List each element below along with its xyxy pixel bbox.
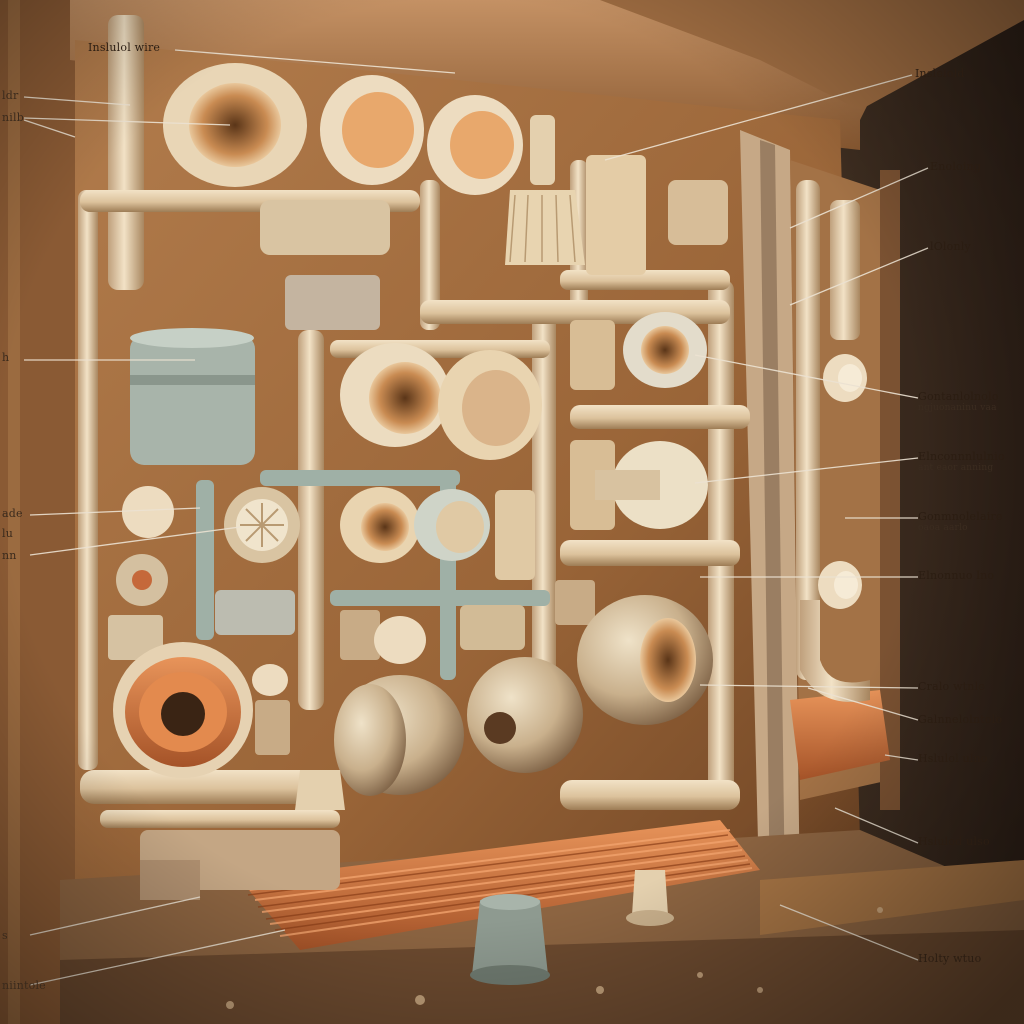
label-left-5: lu — [2, 527, 14, 540]
label-left-1: ldr — [2, 89, 19, 102]
label-right-1: Inslelold — [915, 67, 965, 80]
label-right-6-sub: oaoa aarlo — [918, 523, 968, 533]
label-right-5-main: Elnconnnlulnio — [918, 450, 1005, 463]
label-right-12: Holty wtuo — [918, 952, 982, 965]
label-right-10: Hslulol ulno — [918, 752, 988, 765]
label-left-8: s — [2, 929, 8, 942]
label-left-4: ade — [2, 507, 23, 520]
label-right-5: Elnconnnlulnio ant eaor anning — [918, 450, 1005, 474]
label-left-6: nn — [2, 549, 17, 562]
label-right-11: Hslulod ulso — [918, 835, 990, 848]
label-right-6-main: Gonmnolelaire — [918, 510, 1003, 523]
label-right-4-sub: ngjuonaninu vaa — [918, 403, 997, 413]
label-right-5-sub: ant eaor anning — [918, 463, 994, 473]
label-left-3: h — [2, 351, 10, 364]
label-right-6: Gonmnolelaire oaoa aarlo — [918, 510, 1003, 534]
label-right-7: Elnonnuo lno — [918, 569, 995, 582]
label-right-4-main: Gontanlolnolo — [918, 390, 999, 403]
label-right-2: Enoloing — [930, 160, 982, 173]
label-right-3: lOlonly — [930, 240, 971, 253]
label-left-9: niintole — [2, 979, 46, 992]
label-insulated-wire: Inslulol wire — [88, 41, 161, 54]
label-left-2: nilb — [2, 111, 24, 124]
label-right-8: Cralo wtnle — [918, 680, 986, 693]
label-right-4: Gontanlolnolo ngjuonaninu vaa — [918, 390, 999, 414]
label-right-9: Galnnelolntolo — [918, 713, 1003, 726]
